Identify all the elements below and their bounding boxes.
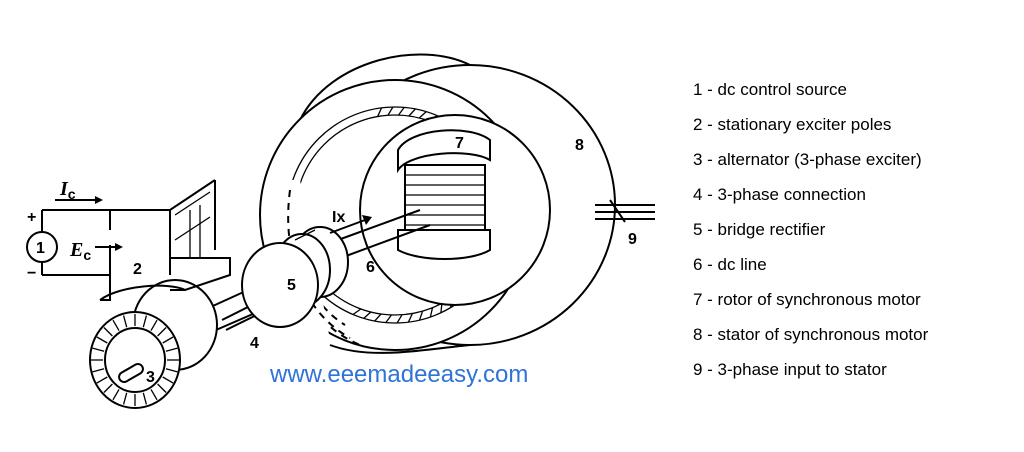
rotor	[337, 129, 491, 260]
label-3: 3	[146, 369, 155, 386]
ix-label: Ix	[332, 209, 345, 226]
minus-sign: −	[27, 265, 36, 282]
hatch-mark	[429, 307, 434, 318]
hatch-mark	[408, 108, 416, 117]
legend-item-4: 4 - 3-phase connection	[693, 185, 866, 204]
dc-source	[26, 196, 123, 276]
label-6: 6	[366, 259, 375, 276]
legend: 1 - dc control source 2 - stationary exc…	[693, 80, 929, 379]
bridge-rectifier	[241, 226, 349, 328]
ic-label: Ic	[59, 178, 76, 202]
legend-item-9: 9 - 3-phase input to stator	[693, 360, 887, 379]
fin-mark	[157, 327, 167, 337]
fin-mark	[142, 315, 148, 328]
fin-mark	[92, 347, 105, 352]
legend-item-2: 2 - stationary exciter poles	[693, 115, 891, 134]
hatch-mark	[396, 314, 403, 324]
plus-sign: +	[27, 209, 36, 226]
legend-item-6: 6 - dc line	[693, 255, 767, 274]
fin-mark	[142, 392, 148, 405]
fin-mark	[162, 336, 174, 344]
alternator	[89, 279, 218, 409]
label-9: 9	[628, 231, 637, 248]
hatch-mark	[397, 107, 405, 116]
hatch-mark	[352, 308, 362, 316]
legend-item-3: 3 - alternator (3-phase exciter)	[693, 150, 922, 169]
label-5: 5	[287, 277, 296, 294]
fin-mark	[96, 376, 108, 384]
watermark-link[interactable]: www.eeemadeeasy.com	[269, 361, 528, 388]
hatch-mark	[387, 106, 394, 116]
hatch-mark	[363, 311, 372, 319]
exciter-poles	[60, 179, 231, 301]
fin-mark	[165, 347, 178, 352]
alternator-fins	[91, 314, 179, 406]
hatch-mark	[418, 111, 427, 119]
hatch-mark	[374, 313, 382, 322]
fin-mark	[150, 319, 158, 331]
label-7: 7	[455, 135, 464, 152]
legend-item-1: 1 - dc control source	[693, 80, 847, 99]
label-1: 1	[36, 240, 45, 257]
fin-mark	[122, 315, 128, 328]
fin-mark	[103, 327, 113, 337]
hatch-mark	[377, 107, 383, 117]
label-8: 8	[575, 137, 584, 154]
three-phase-input-lines	[595, 199, 655, 223]
label-4: 4	[250, 335, 259, 352]
fin-mark	[103, 383, 113, 393]
hatch-mark	[385, 314, 393, 323]
legend-item-8: 8 - stator of synchronous motor	[693, 325, 929, 344]
fin-mark	[92, 368, 105, 373]
fin-mark	[150, 389, 158, 401]
ix-arrow	[329, 215, 372, 234]
fin-mark	[165, 368, 178, 373]
hatch-mark	[407, 313, 413, 323]
fin-mark	[96, 336, 108, 344]
ec-label: Ec	[69, 239, 91, 263]
label-2: 2	[133, 261, 142, 278]
legend-item-5: 5 - bridge rectifier	[693, 220, 826, 239]
fin-mark	[112, 319, 120, 331]
fin-mark	[112, 389, 120, 401]
fin-mark	[122, 392, 128, 405]
fin-mark	[162, 376, 174, 384]
hatch-mark	[418, 310, 424, 321]
fin-mark	[157, 383, 167, 393]
legend-item-7: 7 - rotor of synchronous motor	[693, 290, 921, 309]
